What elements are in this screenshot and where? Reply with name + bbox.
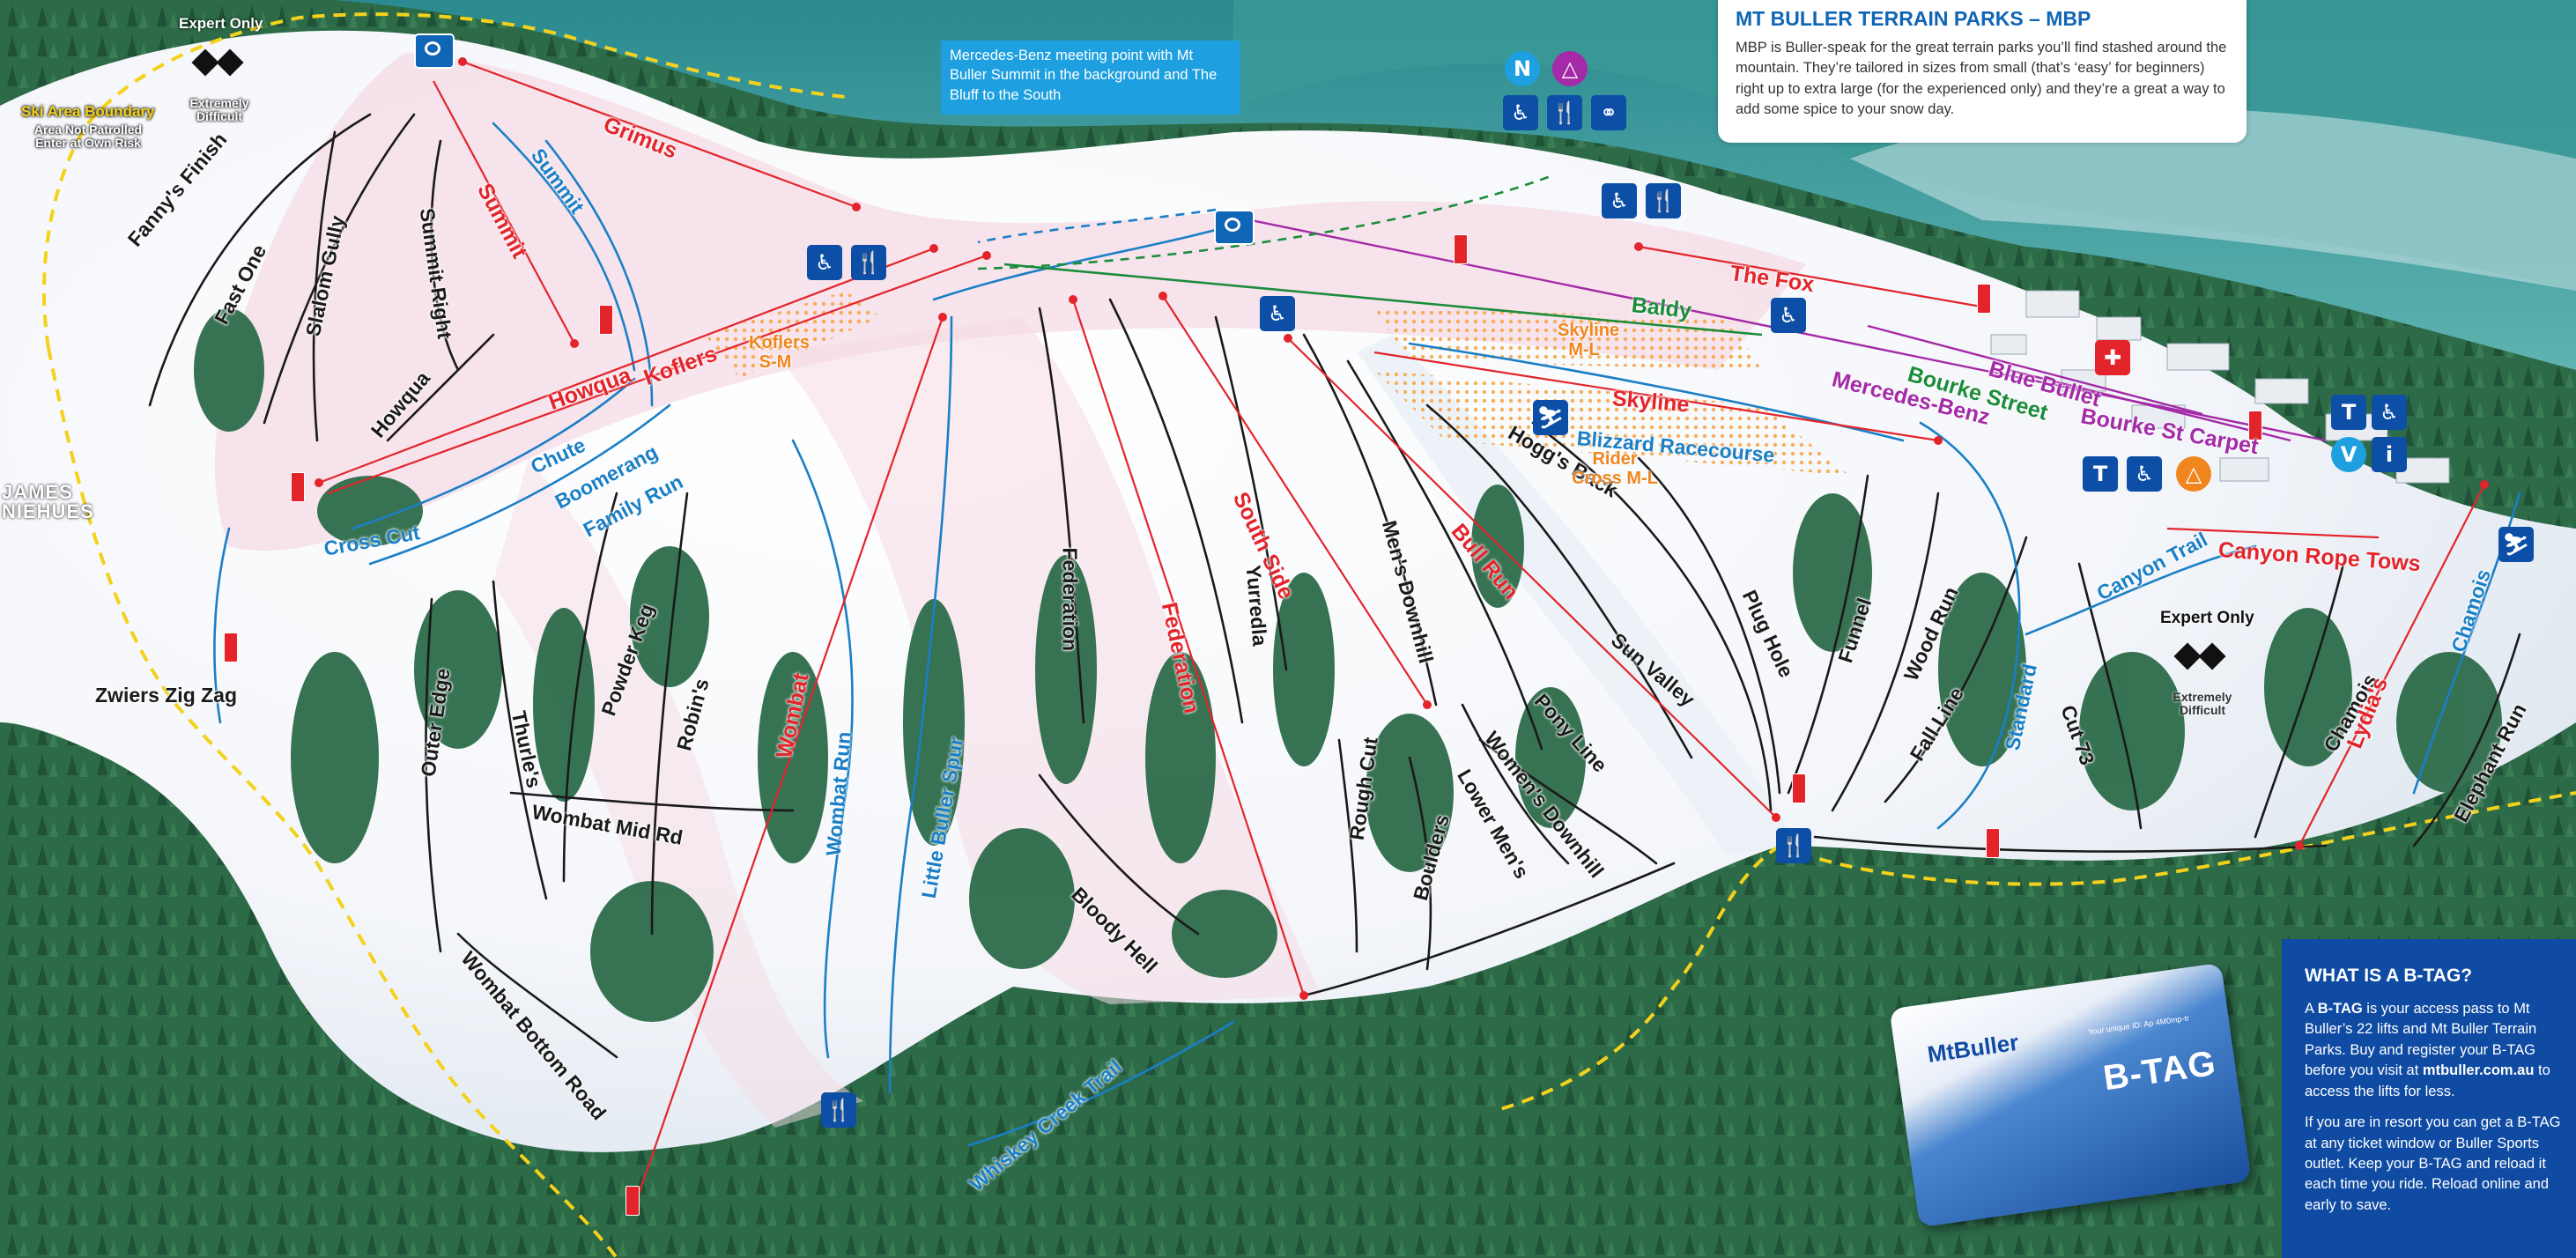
restroom-icon: ♿ [1503,95,1538,130]
card-title: B-TAG [2100,1043,2219,1099]
artist-signature: JAMES NIEHUES [2,481,94,522]
ticket-icon: T [2083,456,2118,492]
terrain-park-label: Skyline M-L [1558,321,1620,359]
terrain-park-info: MT BULLER TERRAIN PARKS – MBP MBP is Bul… [1718,0,2247,143]
btag-info: WHAT IS A B-TAG? A B-TAG is your access … [2282,939,2576,1258]
restroom-icon: ♿ [807,245,842,280]
lift-terminal-marker [1977,284,1991,314]
lift-terminal-marker [2248,411,2262,440]
extremely-difficult-label: Extremely Difficult [189,96,249,124]
terrain-park-label: Rider Cross M-L [1572,449,1658,488]
run-label: Zwiers Zig Zag [95,684,238,707]
patrol-icon: ⛷ [1533,400,1568,435]
expert-only-label: Expert Only [179,15,263,32]
camera-icon [414,33,455,69]
binoculars-icon: ⚭ [1591,95,1626,130]
lift-terminal-marker [1986,828,2000,858]
btag-text: to access the lifts for less. [2305,1062,2550,1099]
extremely-difficult-label: Extremely Difficult [2173,690,2232,718]
ticket-icon: T [2331,395,2366,430]
terrain-park-label: Koflers S-M [749,333,810,372]
card-id-text: Your unique ID: Ap 4M0mp-tr [2087,1013,2190,1037]
lift-terminal-marker [625,1186,640,1216]
btag-resort-text: If you are in resort you can get a B-TAG… [2305,1114,2561,1213]
btag-description: A B-TAG is your access pass to Mt Buller… [2305,999,2569,1102]
run-label: Federation [1058,547,1082,652]
info-icon: i [2372,437,2407,472]
restaurant-icon: 🍴 [821,1092,856,1128]
restroom-icon: ♿ [2127,456,2162,492]
btag-term: B-TAG [2317,1001,2363,1017]
lift-terminal-marker [1454,234,1468,264]
lift-terminal-marker [1792,773,1806,803]
village-icon: V [2331,437,2366,472]
bell-icon: △ [1552,51,1588,86]
btag-link[interactable]: mtbuller.com.au [2422,1062,2535,1079]
restroom-icon: ♿ [1260,296,1295,331]
restroom-icon: ♿ [1602,183,1637,218]
camera-icon [1214,210,1255,245]
patrol-icon: ⛷ [2498,527,2534,562]
boundary-text: Area Not Patrolled Enter at Own Risk [33,122,143,151]
meeting-point-callout: Mercedes-Benz meeting point with Mt Bull… [941,41,1240,115]
info-icon: N [1505,51,1540,86]
terrain-park-text: MBP is Buller-speak for the great terrai… [1736,40,2227,118]
restroom-icon: ♿ [1771,298,1806,333]
restaurant-icon: 🍴 [1776,828,1811,863]
restaurant-icon: 🍴 [1547,95,1582,130]
btag-text: is your access pass to Mt Buller’s 22 li… [2305,1001,2537,1079]
restroom-icon: ♿ [2372,395,2407,430]
btag-text: A [2305,1001,2318,1017]
expert-only-label: Expert Only [2160,609,2254,627]
bell-icon: △ [2176,456,2211,492]
btag-card-image: MtBuller Your unique ID: Ap 4M0mp-tr B-T… [1889,962,2252,1228]
btag-title: WHAT IS A B-TAG? [2305,966,2473,986]
terrain-park-title: MT BULLER TERRAIN PARKS – MBP [1736,7,2091,30]
restaurant-icon: 🍴 [851,245,886,280]
lift-terminal-marker [224,633,238,662]
card-brand: MtBuller [1925,1028,2021,1068]
boundary-title: Ski Area Boundary [21,103,155,120]
restaurant-icon: 🍴 [1646,183,1681,218]
first-aid-icon: ✚ [2095,340,2130,375]
lift-terminal-marker [291,472,305,502]
lift-terminal-marker [599,305,613,335]
